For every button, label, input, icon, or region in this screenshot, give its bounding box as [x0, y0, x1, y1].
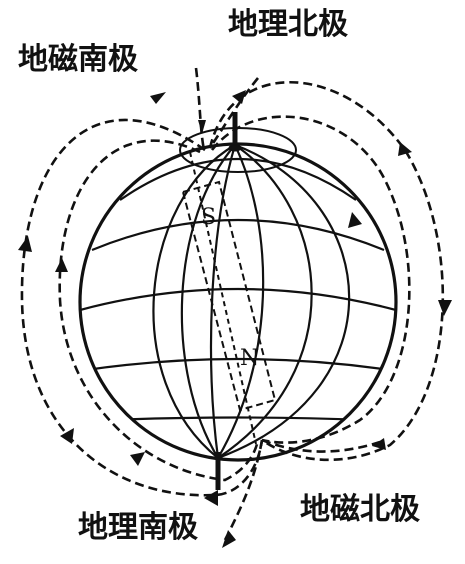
- arrow-marker: [55, 258, 68, 272]
- arrow-marker: [130, 452, 145, 466]
- globe: [78, 127, 398, 462]
- label-magnetic-north: 地磁北极: [300, 492, 420, 527]
- field-lines: [20, 67, 445, 541]
- latitude-line: [85, 357, 391, 372]
- longitude-line: [152, 144, 236, 459]
- arrow-marker: [232, 90, 246, 104]
- latitude-line: [91, 218, 385, 252]
- field-line: [223, 439, 264, 541]
- arrow-marker: [348, 212, 362, 228]
- arrow-marker: [204, 490, 218, 506]
- longitude-line: [180, 144, 236, 459]
- label-magnetic-south: 地磁南极: [18, 42, 138, 77]
- field-line: [210, 115, 411, 444]
- bar-magnet: [181, 151, 277, 445]
- arrow-marker: [18, 236, 32, 252]
- longitude-line: [217, 144, 351, 460]
- latitude-line: [119, 158, 357, 201]
- longitude-line: [217, 144, 265, 459]
- field-line: [208, 77, 260, 149]
- globe-outline: [78, 142, 398, 462]
- field-line: [194, 67, 206, 151]
- longitude-line: [209, 144, 237, 459]
- field-line: [208, 80, 445, 462]
- arrow-marker: [372, 438, 386, 450]
- field-line: [58, 139, 260, 482]
- longitude-line: [217, 144, 313, 459]
- magnet-axis: [189, 151, 257, 445]
- arrow-marker: [438, 300, 452, 316]
- arrow-marker: [398, 142, 412, 156]
- arrow-marker: [222, 530, 236, 548]
- label-geographic-south: 地理南极: [78, 510, 198, 545]
- arrow-marker: [60, 428, 74, 444]
- arrow-marker: [150, 92, 166, 104]
- arrow-marker: [198, 120, 206, 134]
- field-line: [261, 438, 381, 453]
- latitude-line: [80, 287, 396, 312]
- label-geographic-north: 地理北极: [228, 7, 348, 42]
- field-line: [20, 118, 264, 497]
- magnet-south-letter: S: [201, 205, 217, 230]
- magnet-north-letter: N: [240, 346, 260, 371]
- field-arrows: [18, 90, 452, 548]
